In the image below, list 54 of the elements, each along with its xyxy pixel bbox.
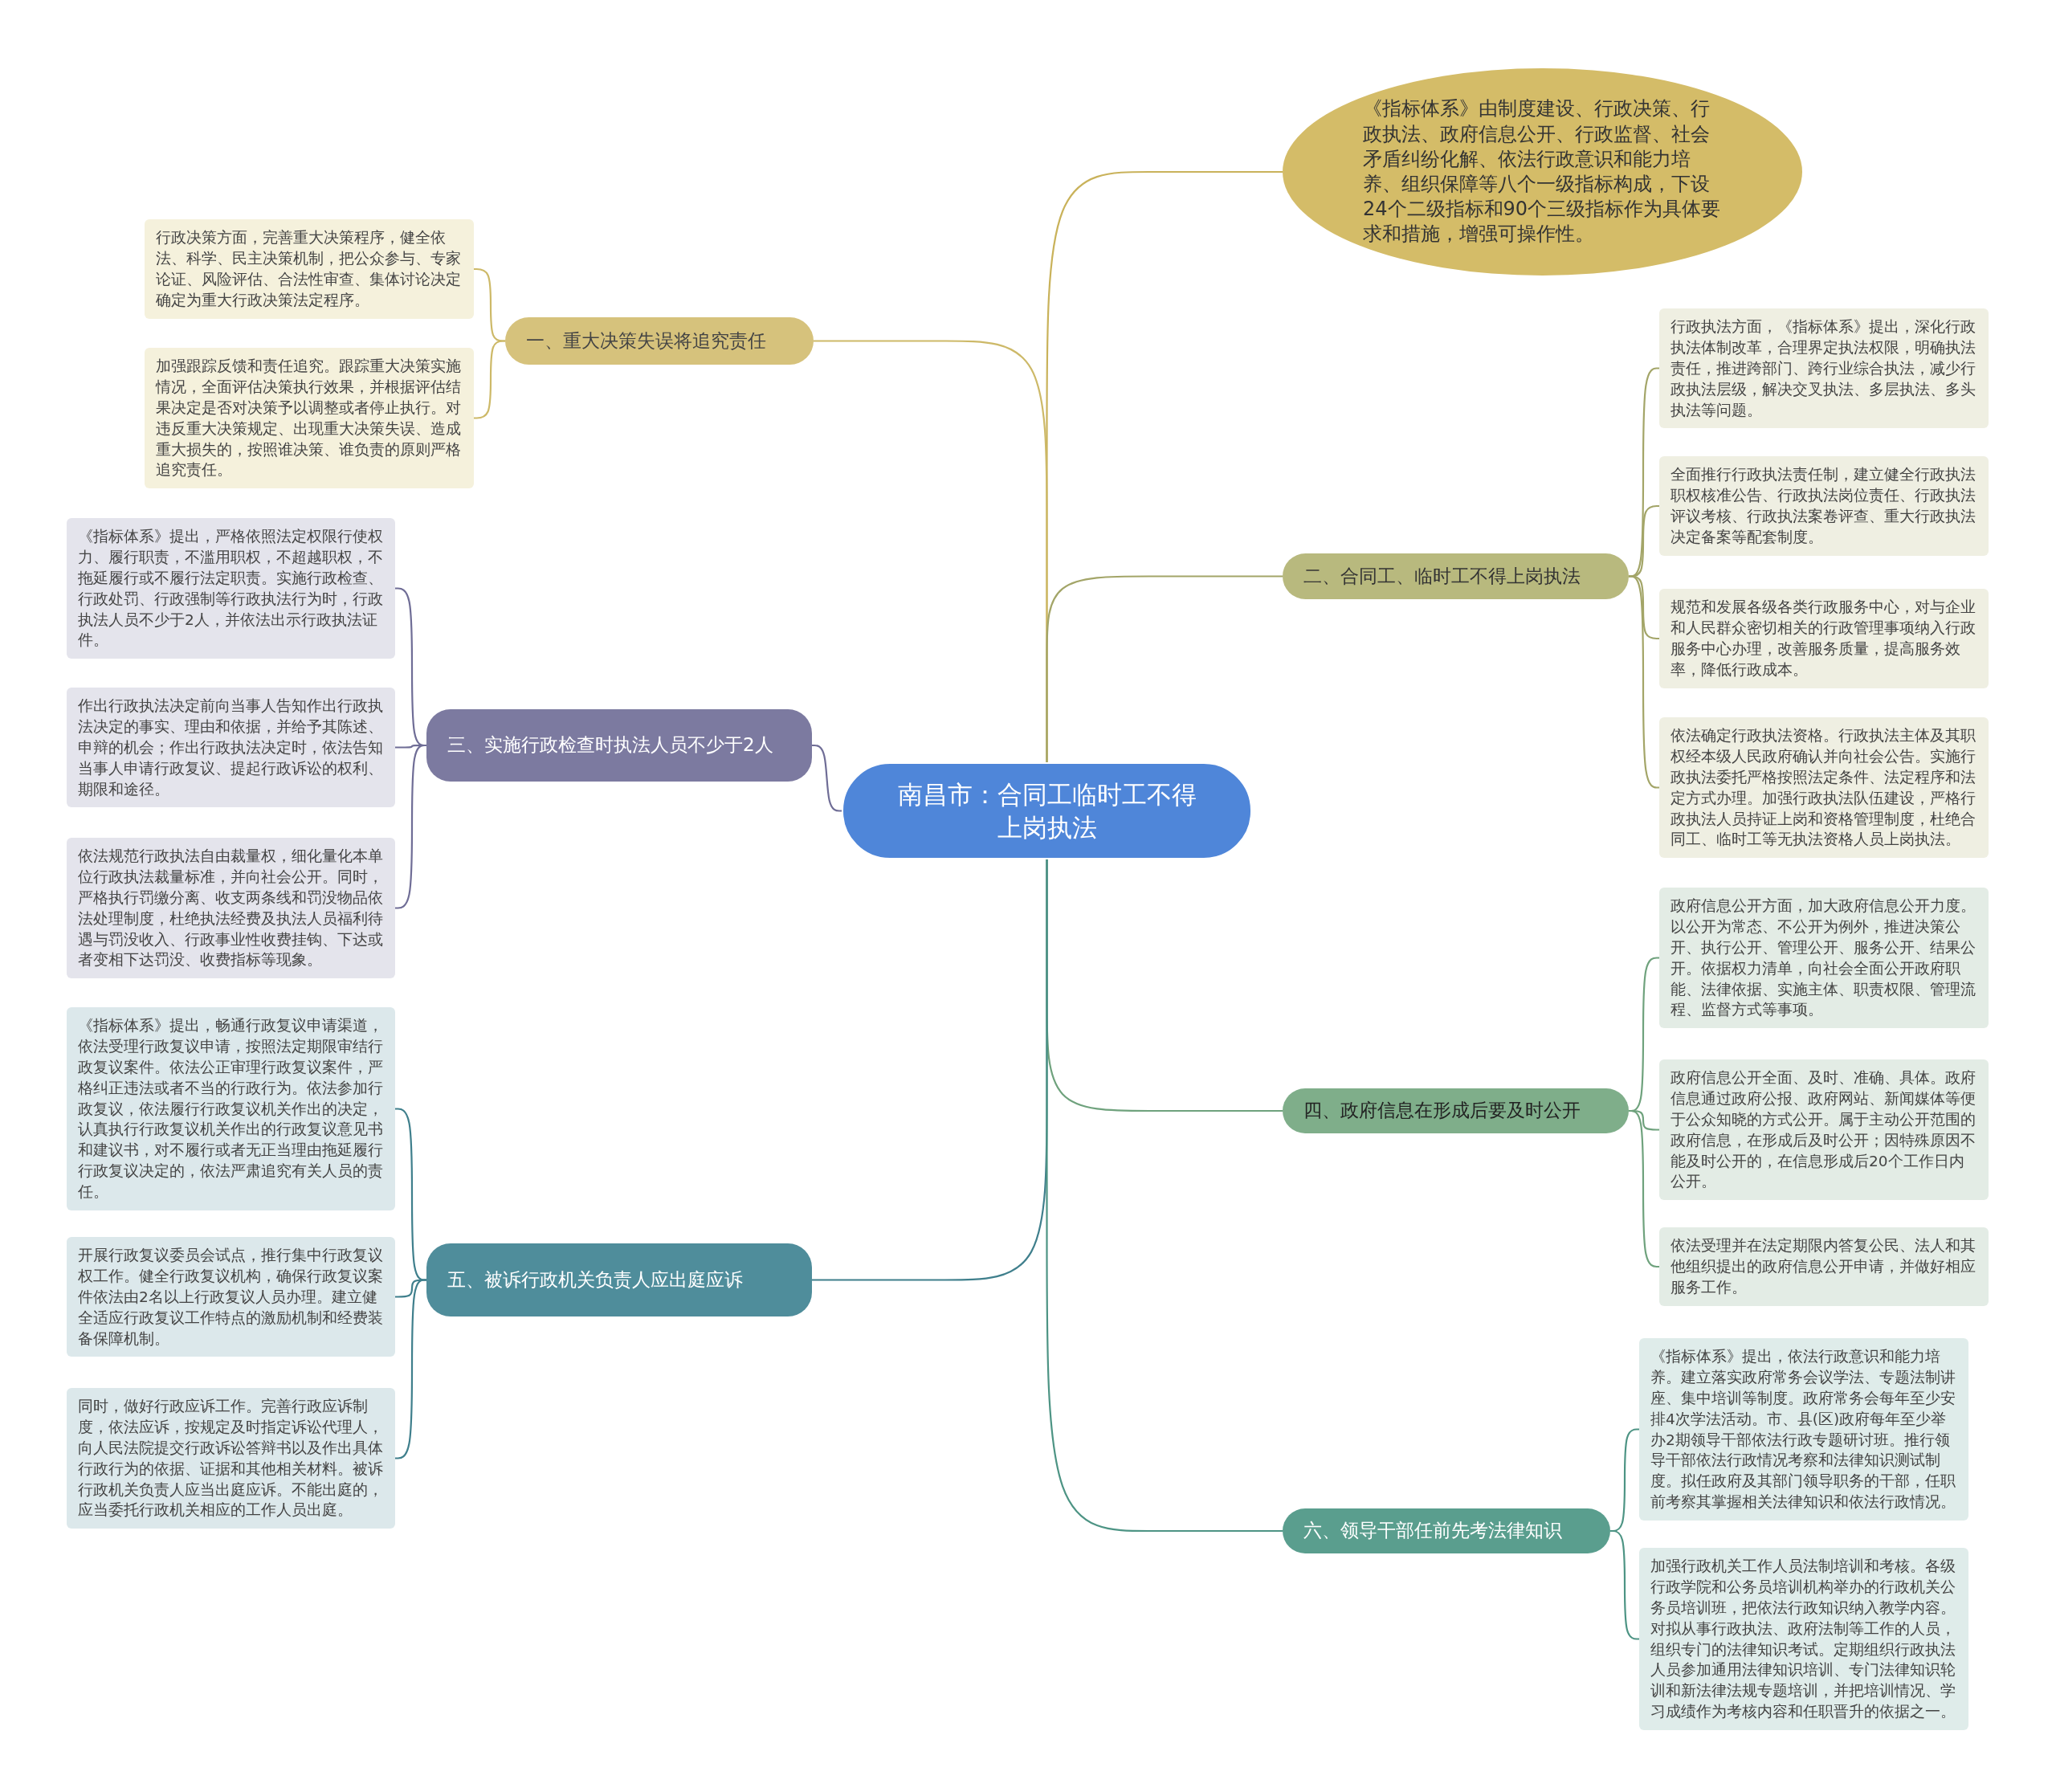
note-text: 全面推行行政执法责任制，建立健全行政执法职权核准公告、行政执法岗位责任、行政执法评议考核、行政执法案卷评查、重大行政执法决定备案等配套制度。 bbox=[1670, 465, 1976, 547]
note-text: 规范和发展各级各类行政服务中心，对与企业和人民群众密切相关的行政管理事项纳入行政服务中心办理，改善服务质量，提高服务效率，降低行政成本。 bbox=[1670, 598, 1976, 680]
branch-title: 一、重大决策失误将追究责任 bbox=[526, 329, 766, 353]
note-text: 政府信息公开方面，加大政府信息公开力度。以公开为常态、不公开为例外，推进决策公开、执行公开、管理公开、服务公开、结果公开。依据权力清单，向社会全面公开政府职能、法律依据、实施主体、职责权限、管理流程、监督方式等事项。 bbox=[1670, 896, 1976, 1020]
connector-line bbox=[1629, 1109, 1659, 1268]
note-text: 行政决策方面，完善重大决策程序，健全依法、科学、民主决策机制，把公众参与、专家论证、风险评估、合法性审查、集体讨论决定确定为重大行政决策法定程序。 bbox=[156, 228, 462, 310]
branch-title: 四、政府信息在形成后要及时公开 bbox=[1303, 1099, 1581, 1123]
note-card bbox=[145, 348, 474, 489]
note-card bbox=[1659, 456, 1989, 556]
note-card bbox=[1639, 1548, 1968, 1731]
note-card bbox=[67, 518, 395, 659]
note-text: 《指标体系》提出，严格依照法定权限行使权力、履行职责，不滥用职权，不超越职权，不拖延履行或不履行法定职责。实施行政检查、行政处罚、行政强制等行政执法行为时，行政执法人员不少于2人，并依法出示行政执法证件。 bbox=[78, 527, 384, 651]
summary-text: 《指标体系》由制度建设、行政决策、行政执法、政府信息公开、行政监督、社会矛盾纠纷化解、依法行政意识和能力培养、组织保障等八个一级指标构成，下设24个二级指标和90个三级指标作为具体要求和措施，增强可操作性。 bbox=[1363, 96, 1722, 247]
note-card bbox=[67, 1388, 395, 1529]
branch-pill bbox=[426, 709, 812, 782]
note-text: 同时，做好行政应诉工作。完善行政应诉制度，依法应诉，按规定及时指定诉讼代理人，向人民法院提交行政诉讼答辩书以及作出具体行政行为的依据、证据和其他相关材料。被诉行政机关负责人应当出庭应诉。不能出庭的，应当委托行政机关相应的工作人员出庭。 bbox=[78, 1397, 384, 1521]
topic-title: 南昌市：合同工临时工不得上岗执法 bbox=[896, 779, 1197, 843]
note-text: 开展行政复议委员会试点，推行集中行政复议权工作。健全行政复议机构，确保行政复议案件依法由2名以上行政复议人员办理。建立健全适应行政复议工作特点的激励机制和经费装备保障机制。 bbox=[78, 1246, 384, 1349]
note-card bbox=[145, 219, 474, 319]
note-text: 加强跟踪反馈和责任追究。跟踪重大决策实施情况，全面评估决策执行效果，并根据评估结果决定是否对决策予以调整或者停止执行。对违反重大决策规定、出现重大决策失误、造成重大损失的，按照谁决策、谁负责的原则严格追究责任。 bbox=[156, 357, 462, 480]
branch-title: 二、合同工、临时工不得上岗执法 bbox=[1303, 564, 1581, 588]
branch-title: 三、实施行政检查时执法人员不少于2人 bbox=[447, 733, 773, 757]
note-card bbox=[67, 688, 395, 808]
connector-line bbox=[1610, 1529, 1639, 1640]
note-text: 政府信息公开全面、及时、准确、具体。政府信息通过政府公报、政府网站、新闻媒体等便于公众知晓的方式公开。属于主动公开范围的政府信息，在形成后及时公开；因特殊原因不能及时公开的，在信息形成后20个工作日内公开。 bbox=[1670, 1068, 1976, 1192]
branch-title: 六、领导干部任前先考法律知识 bbox=[1303, 1519, 1562, 1543]
note-card bbox=[67, 1237, 395, 1357]
connector-line bbox=[1046, 575, 1283, 762]
note-card bbox=[67, 838, 395, 979]
branch-pill bbox=[1283, 1508, 1610, 1553]
connector-line bbox=[812, 744, 842, 812]
note-text: 依法受理并在法定期限内答复公民、法人和其他组织提出的政府信息公开申请，并做好相应服务工作。 bbox=[1670, 1236, 1976, 1297]
connector-line bbox=[395, 1279, 426, 1459]
note-text: 依法规范行政执法自由裁量权，细化量化本单位行政执法裁量标准，并向社会公开。同时，严格执行罚缴分离、收支两条线和罚没物品依法处理制度，杜绝执法经费及执法人员福利待遇与罚没收入、行政事业性收费挂钩、下达或者变相下达罚没、收费指标等现象。 bbox=[78, 847, 384, 970]
note-card bbox=[1639, 1338, 1968, 1521]
note-card bbox=[1659, 308, 1989, 429]
note-card bbox=[1659, 1059, 1989, 1201]
note-card bbox=[1659, 589, 1989, 688]
connector-line bbox=[395, 744, 426, 909]
note-card bbox=[1659, 1227, 1989, 1306]
note-text: 作出行政执法决定前向当事人告知作出行政执法决定的事实、理由和依据，并给予其陈述、申辩的机会；作出行政执法决定时，依法告知当事人申请行政复议、提起行政诉讼的权利、期限和途径。 bbox=[78, 696, 384, 799]
branch-pill bbox=[426, 1243, 812, 1316]
branch-pill bbox=[1283, 553, 1629, 599]
note-text: 《指标体系》提出，畅通行政复议申请渠道，依法受理行政复议申请，按照法定期限审结行政复议案件。依法公正审理行政复议案件，严格纠正违法或者不当的行政行为。依法参加行政复议，依法履行行政复议机关作出的决定，认真执行行政复议机关作出的行政复议意见书和建议书，对不履行或者无正当理由拖延履行行政复议决定的，依法严肃追究有关人员的责任。 bbox=[78, 1016, 384, 1202]
note-card bbox=[1659, 888, 1989, 1029]
connector-line bbox=[1046, 859, 1283, 1533]
note-card bbox=[1659, 717, 1989, 859]
note-text: 《指标体系》提出，依法行政意识和能力培养。建立落实政府常务会议学法、专题法制讲座、集中培训等制度。政府常务会每年至少安排4次学法活动。市、县(区)政府每年至少举办2期领导干部依法行政专题研讨班。推行领导干部依法行政情况考察和法律知识测试制度。拟任政府及其部门领导职务的干部，任职前考察其掌握相关法律知识和依法行政情况。 bbox=[1650, 1347, 1956, 1512]
note-text: 行政执法方面，《指标体系》提出，深化行政执法体制改革，合理界定执法权限，明确执法责任，推进跨部门、跨行业综合执法，减少行政执法层级，解决交叉执法、多层执法、多头执法等问题。 bbox=[1670, 317, 1976, 420]
branch-pill bbox=[1283, 1088, 1629, 1133]
note-text: 加强行政机关工作人员法制培训和考核。各级行政学院和公务员培训机构举办的行政机关公务员培训班，把依法行政知识纳入教学内容。对拟从事行政执法、政府法制等工作的人员，组织专门的法律知识考试。定期组织行政执法人员参加通用法律知识培训、专门法律知识轮训和新法律法规专题培训，并把培训情况、学习成绩作为考核内容和任职晋升的依据之一。 bbox=[1650, 1557, 1956, 1722]
branch-title: 五、被诉行政机关负责人应出庭应诉 bbox=[447, 1267, 743, 1292]
note-text: 依法确定行政执法资格。行政执法主体及其职权经本级人民政府确认并向社会公告。实施行政执法委托严格按照法定条件、法定程序和法定方式办理。加强行政执法队伍建设，严格行政执法人员持证上岗和资格管理制度，杜绝合同工、临时工等无执法资格人员上岗执法。 bbox=[1670, 726, 1976, 850]
connector-line bbox=[1629, 575, 1659, 789]
